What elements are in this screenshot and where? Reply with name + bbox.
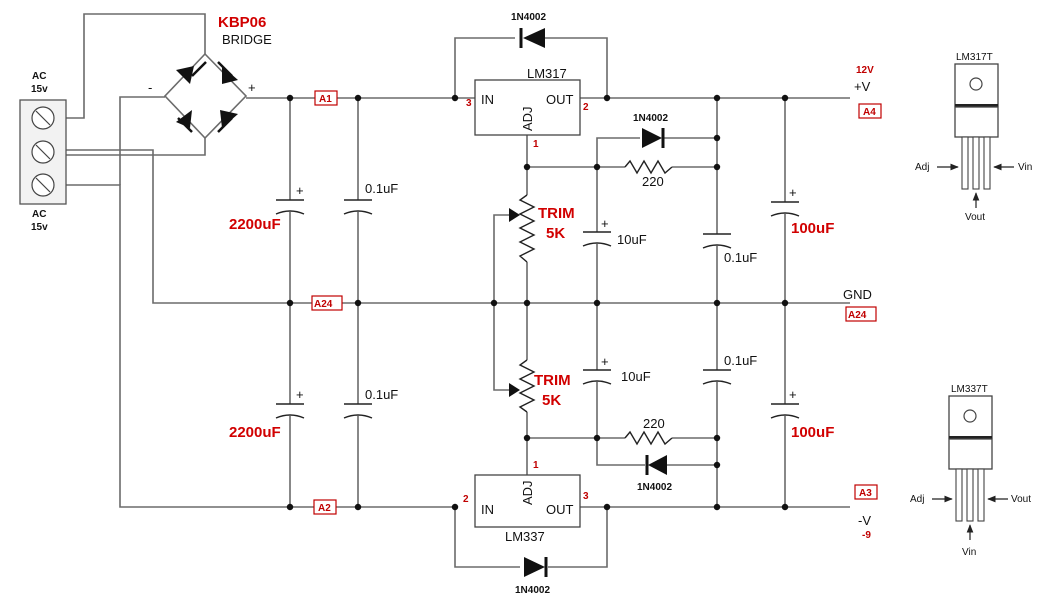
cap-100-bottom-plus: + [789, 387, 797, 402]
cap-out-top-big-label: 100uF [791, 220, 834, 237]
pinout-lm337t [932, 395, 1008, 540]
output-neg-label: -V [858, 513, 871, 528]
cap-10-top-plus: + [601, 216, 609, 231]
tag-a1: A1 [319, 94, 332, 105]
tag-a24-right: A24 [848, 310, 867, 321]
diode-1-label: 1N4002 [511, 12, 546, 23]
lm317-pin-adj: 1 [533, 139, 539, 150]
capacitor-plates [275, 199, 800, 419]
ac-bottom-label-2: 15v [31, 222, 48, 233]
cap-out-bottom-small-label: 0.1uF [724, 353, 757, 368]
cap-2200-top-label: 2200uF [229, 216, 281, 233]
junction-dots [286, 94, 789, 511]
pinout-bottom-vin: Vin [962, 547, 976, 558]
lm337-pin-out: 3 [583, 491, 589, 502]
wiring [66, 13, 850, 568]
cap-in-bottom-label: 0.1uF [365, 387, 398, 402]
bridge-plus: + [248, 80, 256, 95]
cap-2200-bottom-plus: + [296, 387, 304, 402]
cap-out-bottom-big-label: 100uF [791, 424, 834, 441]
diode-2-label: 1N4002 [633, 113, 668, 124]
trim-resistors [509, 194, 536, 413]
ac-top-label-1: AC [32, 71, 46, 82]
pinout-top-adj: Adj [915, 162, 929, 173]
diodes [519, 28, 667, 577]
diode-4-label: 1N4002 [515, 585, 550, 596]
lm317-regulator [474, 79, 581, 136]
cap-adj-bottom-label: 10uF [621, 369, 651, 384]
cap-2200-bottom-label: 2200uF [229, 424, 281, 441]
tag-a24-left: A24 [314, 299, 333, 310]
lm317-adj: ADJ [520, 106, 535, 131]
resistor-bottom-label: 220 [643, 416, 665, 431]
trim-top-label-2: 5K [546, 225, 565, 242]
bridge-name: KBP06 [218, 14, 266, 31]
bridge-minus: - [148, 80, 152, 95]
output-pos-label: +V [854, 79, 871, 94]
cap-out-top-small-label: 0.1uF [724, 250, 757, 265]
pinout-bottom-part: LM337T [951, 384, 988, 395]
diode-3-label: 1N4002 [637, 482, 672, 493]
tag-a4: A4 [863, 107, 876, 118]
trim-bottom-label-1: TRIM [534, 372, 571, 389]
trim-top-label-1: TRIM [538, 205, 575, 222]
cap-10-bottom-plus: + [601, 354, 609, 369]
output-gnd-label: GND [843, 287, 872, 302]
tag-a2: A2 [318, 503, 331, 514]
lm337-in: IN [481, 502, 494, 517]
lm317-in: IN [481, 92, 494, 107]
pinout-top-vin: Vin [1018, 162, 1032, 173]
bridge-rectifier [163, 52, 248, 140]
lm337-name: LM337 [505, 529, 545, 544]
cap-2200-top-plus: + [296, 183, 304, 198]
tag-a3: A3 [859, 488, 872, 499]
resistor-220 [624, 159, 673, 446]
lm337-pin-adj: 1 [533, 460, 539, 471]
pinout-lm317t [937, 63, 1014, 208]
ac-top-label-2: 15v [31, 84, 48, 95]
lm337-pin-in: 2 [463, 494, 469, 505]
output-neg-value: -9 [862, 530, 871, 541]
bridge-type: BRIDGE [222, 32, 272, 47]
pinout-bottom-adj: Adj [910, 494, 924, 505]
node-tags [311, 90, 882, 515]
ac-terminal-block [19, 99, 67, 205]
cap-adj-top-label: 10uF [617, 232, 647, 247]
lm337-out: OUT [546, 502, 574, 517]
lm317-name: LM317 [527, 66, 567, 81]
lm317-pin-in: 3 [466, 98, 472, 109]
pinout-top-part: LM317T [956, 52, 993, 63]
ac-bottom-label-1: AC [32, 209, 46, 220]
lm317-out: OUT [546, 92, 574, 107]
lm317-pin-out: 2 [583, 102, 589, 113]
cap-100-top-plus: + [789, 185, 797, 200]
resistor-top-label: 220 [642, 174, 664, 189]
trim-bottom-label-2: 5K [542, 392, 561, 409]
lm337-adj: ADJ [520, 480, 535, 505]
pinout-bottom-vout: Vout [1011, 494, 1031, 505]
pinout-top-vout: Vout [965, 212, 985, 223]
output-pos-value: 12V [856, 65, 874, 76]
cap-in-top-label: 0.1uF [365, 181, 398, 196]
lm337-regulator [474, 474, 581, 528]
